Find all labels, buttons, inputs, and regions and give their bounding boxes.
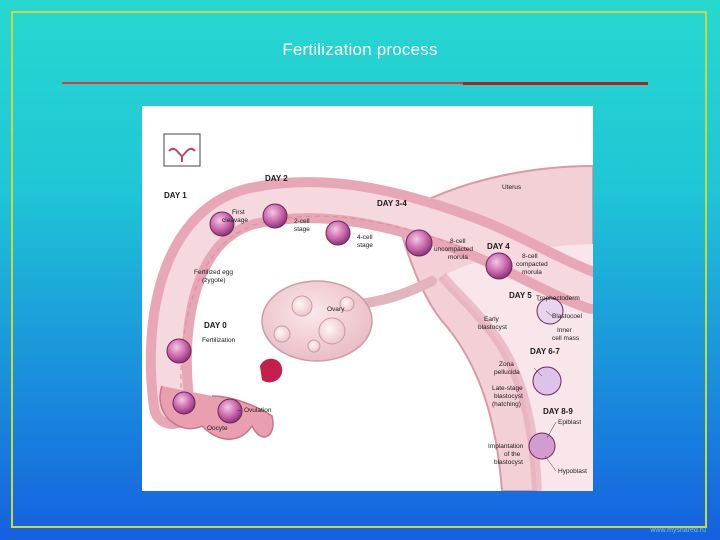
first-cleavage-cell	[210, 212, 234, 236]
label-late-blastocyst-2: blastocyst	[494, 393, 523, 400]
label-day34: DAY 3-4	[377, 199, 407, 208]
label-day1: DAY 1	[164, 191, 187, 200]
label-fertilization: Fertilization	[202, 337, 236, 344]
label-eight-compacted-2: compacted	[516, 261, 548, 268]
label-early-blastocyst-2: blastocyst	[478, 324, 507, 331]
label-inner-cell-mass-2: cell mass	[552, 335, 580, 342]
ovulated-oocyte	[218, 399, 242, 423]
label-day0: DAY 0	[204, 321, 227, 330]
label-eight-compacted-1: 8-cell	[522, 253, 538, 260]
label-ovary: Ovary	[327, 306, 345, 313]
label-late-blastocyst-3: (hatching)	[492, 401, 521, 408]
label-eight-uncompacted-3: morula	[448, 254, 468, 261]
title-underline-accent	[463, 82, 648, 85]
eight-cell-uncompacted	[406, 230, 432, 256]
label-inner-cell-mass-1: Inner	[557, 327, 573, 334]
label-implantation-3: blastocyst	[494, 459, 523, 466]
label-eight-uncompacted-2: uncompacted	[434, 246, 473, 253]
label-four-cell-1: 4-cell	[357, 234, 373, 241]
label-implantation-2: of the	[504, 451, 521, 458]
label-day2: DAY 2	[265, 174, 288, 183]
label-blastocoel: Blastocoel	[552, 313, 583, 320]
label-eight-uncompacted-1: 8-cell	[450, 238, 466, 245]
fertilization-cell	[173, 392, 195, 414]
follicle	[292, 296, 312, 316]
label-trophectoderm: Trophectoderm	[536, 295, 580, 302]
follicle	[319, 318, 345, 344]
fertilization-diagram: Uterus DAY 1 DAY 2 DAY 3-4 DAY 4 DAY 5 D…	[142, 106, 593, 491]
label-day89: DAY 8-9	[543, 407, 573, 416]
label-first-cleavage-1: First	[232, 209, 245, 216]
credit-watermark: www.myshared.ru	[650, 527, 706, 534]
label-two-cell-1: 2-cell	[294, 218, 310, 225]
label-late-blastocyst-1: Late-stage	[492, 385, 523, 392]
follicle	[274, 326, 290, 342]
four-cell-embryo	[326, 221, 350, 245]
zygote-cell	[167, 339, 191, 363]
label-first-cleavage-2: cleavage	[222, 217, 248, 224]
label-two-cell-2: stage	[294, 226, 310, 233]
slide-title: Fertilization process	[0, 40, 720, 60]
label-zygote-2: (zygote)	[202, 277, 225, 284]
label-day5: DAY 5	[509, 291, 532, 300]
follicle	[308, 340, 320, 352]
eight-cell-compacted	[486, 253, 512, 279]
two-cell-embryo	[263, 204, 287, 228]
implanting-blastocyst	[529, 433, 555, 459]
label-epiblast: Epiblast	[558, 419, 581, 426]
label-early-blastocyst-1: Early	[484, 316, 500, 323]
label-implantation-1: Implantation	[488, 443, 524, 450]
label-zona-pellucida-2: pellucida	[494, 369, 520, 376]
diagram-canvas: Uterus DAY 1 DAY 2 DAY 3-4 DAY 4 DAY 5 D…	[142, 106, 593, 491]
label-zygote-1: Fertilized egg	[194, 269, 233, 276]
label-day67: DAY 6-7	[530, 347, 560, 356]
label-zona-pellucida-1: Zona	[499, 361, 514, 368]
ovulation-rupture	[260, 359, 282, 383]
label-hypoblast: Hypoblast	[558, 468, 587, 475]
label-eight-compacted-3: morula	[522, 269, 542, 276]
label-oocyte: Oocyte	[207, 425, 228, 432]
label-uterus: Uterus	[502, 184, 522, 191]
label-ovulation: Ovulation	[244, 407, 272, 414]
label-four-cell-2: stage	[357, 242, 373, 249]
label-day4: DAY 4	[487, 242, 510, 251]
title-underline	[62, 82, 466, 84]
